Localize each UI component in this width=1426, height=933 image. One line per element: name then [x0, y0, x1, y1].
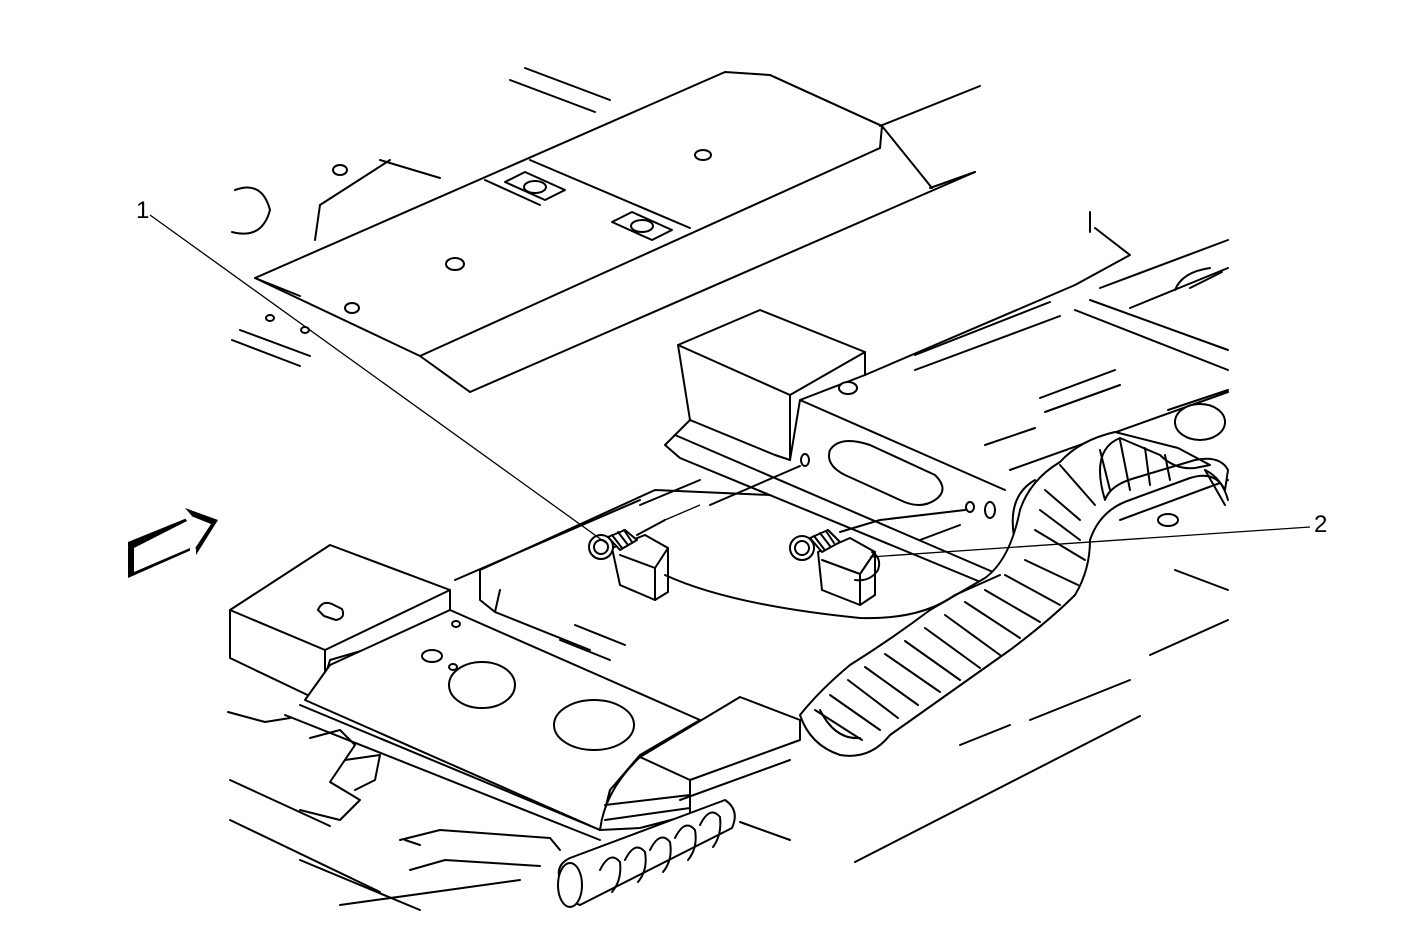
floor-panel-lines — [229, 67, 1229, 911]
rear-crossmember — [231, 71, 933, 393]
forward-arrow-icon — [128, 508, 218, 578]
callout-label-2: 2 — [1314, 511, 1327, 538]
sensor-right — [789, 509, 966, 606]
harness-conduit — [799, 431, 1229, 757]
callout-leaders — [149, 214, 1311, 558]
callout-label-1: 1 — [136, 197, 149, 224]
sensor-wiring — [664, 465, 1001, 620]
exhaust-pipe — [557, 799, 736, 908]
front-crossmember — [227, 544, 801, 871]
sensor-left — [588, 519, 669, 601]
floor-pan — [454, 479, 771, 651]
side-rail — [664, 211, 1226, 591]
